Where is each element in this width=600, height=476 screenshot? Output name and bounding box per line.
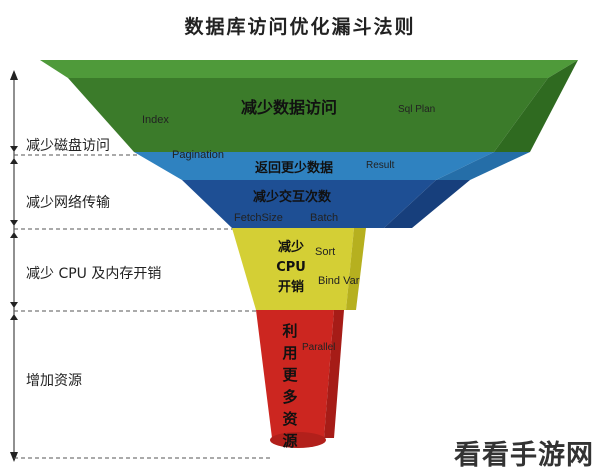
axis-arrow-top (10, 70, 18, 80)
side-label-cpu-memory: 减少 CPU 及内存开销 (26, 266, 162, 282)
side-label-network: 减少网络传输 (26, 195, 110, 211)
stage-5-title: 利用更多资源 (282, 322, 298, 450)
axis-arrow-1-up (10, 158, 18, 164)
stage-3-tag-batch: Batch (310, 212, 339, 224)
stage-5-tag-parallel: Parallel (302, 342, 336, 353)
stage-4-title-line-1: 减少 (277, 240, 304, 255)
side-label-resources: 增加资源 (26, 373, 82, 389)
axis-arrow-2-up (10, 232, 18, 238)
stage-4-title: 减少 CPU 开销 (268, 238, 314, 298)
side-label-disk: 减少磁盘访问 (26, 138, 110, 154)
stage-4-tag-sort: Sort (315, 246, 336, 258)
stage-4-tag-bind-var: Bind Var (318, 275, 360, 287)
stage-2-front (134, 152, 494, 180)
stage-2-tag-pagination: Pagination (172, 149, 224, 161)
stage-1-side (494, 60, 578, 152)
stage-5-front (256, 310, 334, 438)
stage-1-title: 减少数据访问 (240, 98, 337, 117)
stage-3-side (384, 180, 470, 228)
axis-arrow-1-down (10, 146, 18, 152)
stage-4-side (346, 228, 366, 310)
stage-1-tag-index: Index (142, 114, 169, 126)
stage-1-front (68, 78, 548, 152)
stage-4-title-line-3: 开销 (277, 280, 304, 295)
page-title: 数据库访问优化漏斗法则 (184, 16, 416, 38)
stage-2-tag-result: Result (366, 160, 395, 171)
stage-3-front (182, 180, 436, 228)
stage-2-side (436, 152, 530, 180)
axis-arrow-3-up (10, 314, 18, 320)
stage-1-top-face (40, 60, 578, 78)
stage-5-side (324, 310, 344, 438)
axis-arrow-2-down (10, 220, 18, 226)
axis-arrow-bottom (10, 452, 18, 462)
stage-3-title: 减少交互次数 (252, 190, 331, 205)
axis-arrow-3-down (10, 302, 18, 308)
stage-4-front (232, 228, 354, 310)
stage-2-title: 返回更少数据 (254, 161, 333, 176)
stage-3-tag-fetchsize: FetchSize (234, 212, 283, 224)
stage-1-tag-sql-plan: Sql Plan (398, 104, 436, 115)
watermark: 看看手游网 (454, 440, 594, 471)
stage-4-title-line-2: CPU (276, 260, 306, 275)
funnel-spout (270, 432, 326, 448)
